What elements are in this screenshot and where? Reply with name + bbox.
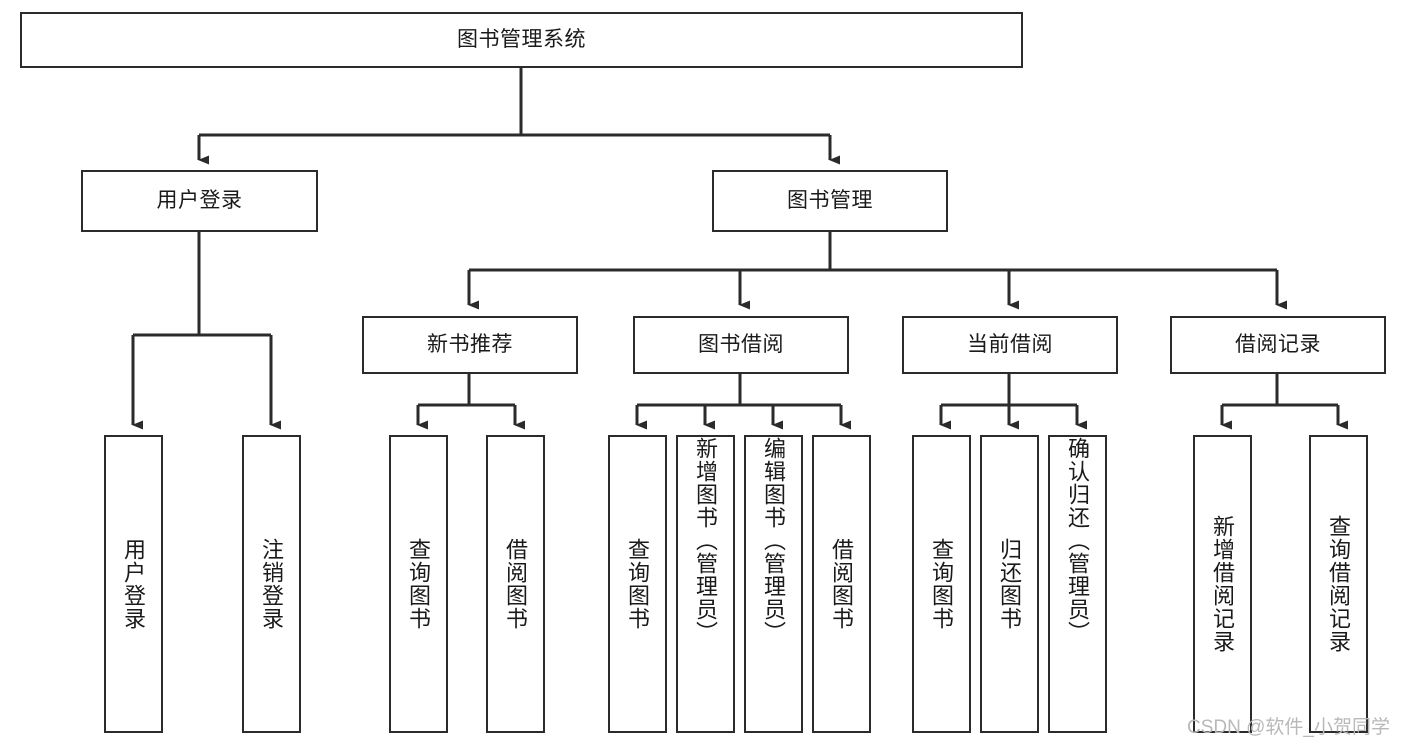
node-leaf-query-book-current[interactable]: 查询图书 [912,435,971,733]
node-label: 图书借阅 [698,332,784,356]
node-label: 新增图书（管理员） [693,437,719,644]
node-leaf-logout[interactable]: 注销登录 [242,435,301,733]
node-current-borrow[interactable]: 当前借阅 [902,316,1118,374]
node-label: 用户登录 [156,188,243,212]
node-label: 查询图书 [625,538,651,630]
node-label: 图书管理系统 [457,27,586,51]
node-leaf-borrow-book-newbook[interactable]: 借阅图书 [486,435,545,733]
node-label: 归还图书 [997,538,1023,630]
node-leaf-return-book[interactable]: 归还图书 [980,435,1039,733]
node-leaf-confirm-return-admin[interactable]: 确认归还（管理员） [1048,435,1107,733]
node-leaf-query-book-newbook[interactable]: 查询图书 [389,435,448,733]
node-label: 查询图书 [929,538,955,630]
node-leaf-user-login[interactable]: 用户登录 [104,435,163,733]
node-label: 借阅图书 [829,538,855,630]
node-leaf-query-borrow-record[interactable]: 查询借阅记录 [1309,435,1368,733]
node-label: 编辑图书（管理员） [761,437,787,644]
node-label: 用户登录 [121,538,147,630]
node-leaf-edit-book-admin[interactable]: 编辑图书（管理员） [744,435,803,733]
node-label: 注销登录 [259,538,285,630]
node-label: 确认归还（管理员） [1065,437,1091,644]
node-new-book-recommend[interactable]: 新书推荐 [362,316,578,374]
node-leaf-add-borrow-record[interactable]: 新增借阅记录 [1193,435,1252,733]
node-label: 新书推荐 [427,332,513,356]
node-leaf-borrow-book[interactable]: 借阅图书 [812,435,871,733]
node-label: 新增借阅记录 [1210,515,1236,653]
node-label: 当前借阅 [967,332,1053,356]
node-label: 借阅图书 [503,538,529,630]
node-label: 图书管理 [787,188,873,212]
node-book-management[interactable]: 图书管理 [712,170,948,232]
node-leaf-add-book-admin[interactable]: 新增图书（管理员） [676,435,735,733]
node-leaf-query-book-borrow[interactable]: 查询图书 [608,435,667,733]
node-label: 查询图书 [406,538,432,630]
node-borrow-record[interactable]: 借阅记录 [1170,316,1386,374]
node-label: 查询借阅记录 [1326,515,1352,653]
node-book-borrow[interactable]: 图书借阅 [633,316,849,374]
node-user-login[interactable]: 用户登录 [81,170,318,232]
node-label: 借阅记录 [1235,332,1321,356]
node-root-book-management-system[interactable]: 图书管理系统 [20,12,1023,68]
csdn-watermark: CSDN @软件_小贺同学 [1187,717,1390,738]
